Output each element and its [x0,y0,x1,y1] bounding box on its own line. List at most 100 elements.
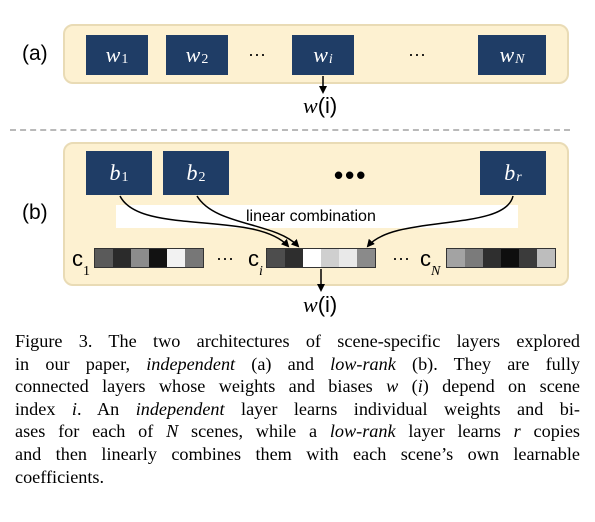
panel-a-ellipsis-right: ··· [408,44,426,64]
coefficient-label-1: c1 [72,246,90,280]
coefficient-cell [267,249,285,267]
panel-separator [10,129,570,131]
panel-a-label: (a) [22,42,48,65]
coefficient-cell [95,249,113,267]
coefficient-cell [537,249,555,267]
caption-fragment: layer learns [395,421,514,442]
weight-box-i-base: w [313,42,328,67]
panel-b-ellipsis-left: ··· [216,248,234,268]
caption-line: connected layers whose weights and biase… [15,375,580,398]
coefficient-cell [339,249,357,267]
coefficient-label-1-sub: 1 [83,264,90,280]
base-box-r-base: b [504,160,516,185]
panel-b-output-arg: (i) [317,292,338,317]
curve-br-to-ci [366,195,514,248]
coefficient-vector-N [446,248,556,268]
caption-fragment: scenes, while a [178,421,330,442]
coefficient-cell [167,249,185,267]
figure-caption: Figure 3. The two architectures of scene… [15,330,580,488]
caption-fragment: low-rank [330,353,396,374]
caption-fragment: ( [398,376,418,397]
panel-a-ellipsis-left: ··· [248,44,266,64]
coefficient-cell [303,249,321,267]
coefficient-cell [501,249,519,267]
coefficient-cell [519,249,537,267]
panel-b-output-base: w [303,292,318,317]
caption-fragment: r [513,421,521,442]
caption-fragment: Figure 3. The two architectures of scene… [15,331,580,351]
curve-b2-to-ci [196,195,300,248]
panel-a-output-label: w(i) [303,93,337,119]
coefficient-cell [447,249,465,267]
coefficient-cell [321,249,339,267]
coefficient-label-N: cN [420,246,441,280]
caption-fragment: w [386,376,399,397]
weight-box-1-base: w [105,42,121,67]
caption-fragment: N [166,421,179,442]
coefficient-label-i-base: c [248,246,259,271]
coefficient-cell [483,249,501,267]
caption-line: Figure 3. The two architectures of scene… [15,330,580,353]
caption-fragment: in our paper, [15,353,147,374]
combination-band [116,205,518,228]
weight-box-N-base: w [499,42,515,67]
base-box-2-base: b [186,160,198,185]
caption-fragment: (a) and [235,353,331,374]
coefficient-cell [185,249,203,267]
caption-fragment: coefficients. [15,466,105,487]
weight-box-2-base: w [185,42,201,67]
caption-fragment: low-rank [329,421,396,442]
coefficient-label-i-sub: i [259,264,263,280]
coefficient-vector-i [266,248,376,268]
coefficient-cell [357,249,375,267]
caption-fragment: i [417,376,423,397]
caption-fragment: . An [76,398,136,419]
caption-fragment: layer learns individual weights and bi- [224,398,580,419]
caption-fragment: index [15,398,72,419]
weight-box-1-sub: 1 [121,52,129,67]
panel-b-ellipsis-right: ··· [392,248,410,268]
panel-b-label: (b) [22,201,48,224]
connector-overlay [119,76,514,292]
caption-fragment: ) depend on scene [422,376,581,397]
caption-line: and then linearly combines them with eac… [15,443,580,466]
weight-box-i-sub: i [328,52,333,67]
caption-fragment: independent [135,398,225,419]
panel-b-ellipsis-big: ••• [334,160,368,190]
coefficient-cell [131,249,149,267]
base-box-r-sub: r [516,170,522,185]
coefficient-label-i: ci [248,246,263,280]
weight-box-2-sub: 2 [201,52,209,67]
linear-combination-label: linear combination [246,208,376,225]
panel-a-output-base: w [303,93,318,118]
curve-b1-to-ci [119,195,290,248]
base-box-1-base: b [109,160,121,185]
caption-line: ases for each of N scenes, while a low-r… [15,420,580,443]
coefficient-cell [285,249,303,267]
caption-fragment: (b). They are fully [395,353,580,374]
coefficient-label-1-base: c [72,246,83,271]
caption-line: coefficients. [15,466,580,489]
coefficient-label-N-base: c [420,246,431,271]
panel-a-output-arg: (i) [317,93,338,118]
panel-b-output-label: w(i) [303,292,337,318]
coefficient-cell [465,249,483,267]
caption-line: in our paper, independent (a) and low-ra… [15,353,580,376]
weight-box-N-sub: N [515,52,525,67]
caption-fragment: ases for each of [15,421,167,442]
caption-line: index i. An independent layer learns ind… [15,398,580,421]
caption-fragment: and then linearly combines them with eac… [15,443,580,464]
coefficient-cell [149,249,167,267]
coefficient-label-N-sub: N [431,264,441,280]
caption-fragment: connected layers whose weights and biase… [15,376,387,397]
caption-fragment: i [71,398,77,419]
caption-fragment: independent [146,353,236,374]
caption-fragment: copies [520,421,580,442]
base-box-1-sub: 1 [121,170,129,185]
